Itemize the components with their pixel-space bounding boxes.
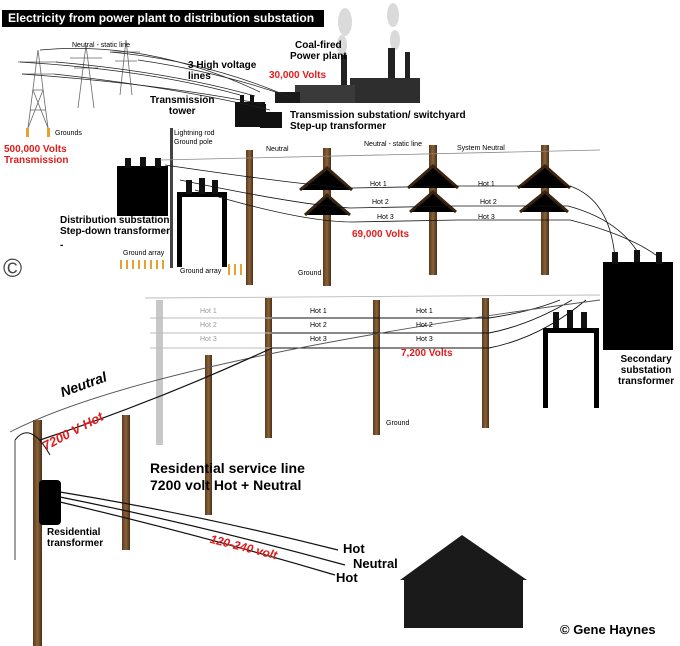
- neutral-mid-label: Neutral: [266, 146, 289, 153]
- diagram-title: Electricity from power plant to distribu…: [2, 10, 324, 27]
- residential-transformer: [14, 432, 61, 560]
- switchyard: [235, 95, 282, 128]
- distribution-voltage-label: 7,200 Volts: [401, 348, 453, 359]
- transmission-voltage-label: 500,000 Volts Transmission: [4, 144, 69, 166]
- residential-transformer-label: Residential transformer: [47, 527, 104, 549]
- ground-low-label: Ground: [386, 420, 410, 427]
- service-line-label: Residential service line 7200 volt Hot +…: [150, 460, 305, 493]
- ground-array-label-1: Ground array: [123, 250, 165, 257]
- system-neutral-label: System Neutral: [457, 145, 505, 152]
- low-set1-hot3: Hot 3: [200, 336, 217, 343]
- low-set3-hot3: Hot 3: [416, 336, 433, 343]
- transmission-towers: [18, 39, 140, 129]
- drop-neutral-label: Neutral: [353, 556, 398, 571]
- neutral-static-mid-label: Neutral - static line: [364, 141, 422, 148]
- ground-rods: [26, 128, 50, 137]
- house: [400, 535, 527, 628]
- smoke-plumes: [337, 3, 400, 55]
- distribution-substation-label: Distribution substation Step-down transf…: [60, 215, 171, 237]
- distribution-lines: [9, 294, 601, 441]
- low-set1-hot1: Hot 1: [200, 308, 217, 315]
- low-set1-hot2: Hot 2: [200, 322, 217, 329]
- mid-set1-hot3: Hot 3: [377, 214, 394, 221]
- copyright-symbol: ©: [3, 253, 23, 283]
- low-set3-hot1: Hot 1: [416, 308, 433, 315]
- power-plant: [275, 3, 420, 103]
- credit-label: © Gene Haynes: [560, 622, 656, 637]
- mid-set2-hot1: Hot 1: [478, 181, 495, 188]
- ground-mid-label: Ground: [298, 270, 322, 277]
- dash-label: -: [60, 240, 64, 251]
- high-voltage-lines: [19, 48, 291, 111]
- low-set2-hot2: Hot 2: [310, 322, 327, 329]
- secondary-substation-label: Secondary substation transformer: [618, 354, 675, 387]
- power-plant-label: Coal-fired Power plant: [290, 40, 347, 62]
- grounds-label: Grounds: [55, 130, 82, 137]
- drop-hot-2-label: Hot: [336, 570, 358, 585]
- neutral-static-top-label: Neutral - static line: [72, 42, 130, 49]
- low-set2-hot1: Hot 1: [310, 308, 327, 315]
- mid-set1-hot2: Hot 2: [372, 199, 389, 206]
- service-drop-lines: [59, 491, 346, 576]
- distribution-poles: [33, 298, 489, 646]
- mid-set2-hot3: Hot 3: [478, 214, 495, 221]
- subtransmission-lines: [159, 149, 661, 259]
- drop-hot-1-label: Hot: [343, 541, 365, 556]
- transmission-tower-label: Transmission tower: [150, 95, 215, 117]
- distribution-substation: [117, 128, 227, 268]
- low-set3-hot2: Hot 2: [416, 322, 433, 329]
- lightning-rod-label: Lightning rod Ground pole: [174, 130, 215, 146]
- ground-array-label-2: Ground array: [180, 268, 222, 275]
- subtransmission-voltage-label: 69,000 Volts: [352, 229, 410, 240]
- ground-array-rods: [120, 260, 242, 275]
- plant-voltage-label: 30,000 Volts: [269, 70, 327, 81]
- low-set2-hot3: Hot 3: [310, 336, 327, 343]
- switchyard-label: Transmission substation/ switchyard Step…: [290, 110, 466, 132]
- hv-lines-label: 3 High voltage lines: [188, 60, 257, 82]
- secondary-substation: [543, 250, 673, 408]
- mid-set2-hot2: Hot 2: [480, 199, 497, 206]
- mid-set1-hot1: Hot 1: [370, 181, 387, 188]
